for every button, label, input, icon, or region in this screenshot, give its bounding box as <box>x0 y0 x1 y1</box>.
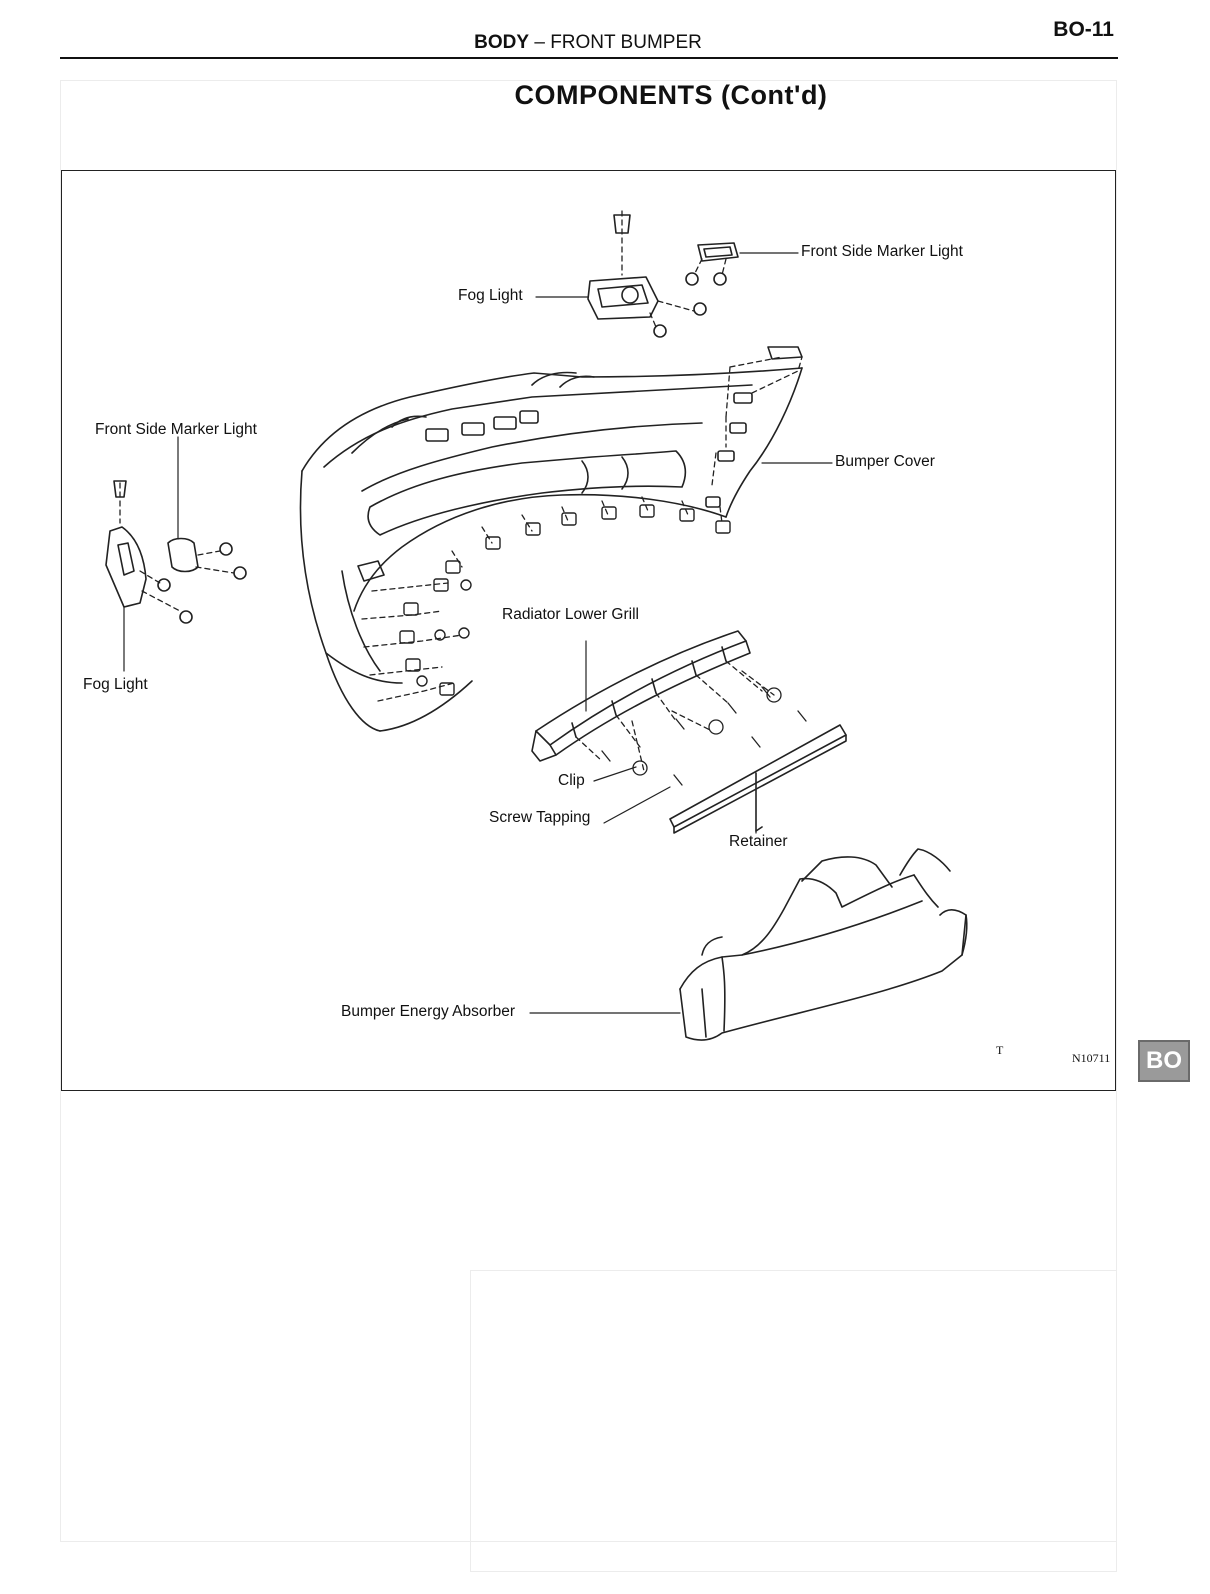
page-title: COMPONENTS (Cont'd) <box>514 80 828 110</box>
label-front-side-marker-light-top: Front Side Marker Light <box>801 243 963 260</box>
retainer-drawing <box>669 724 847 834</box>
bleed-through-frame <box>470 1270 1117 1572</box>
figure-code: N10711 <box>1072 1051 1111 1065</box>
components-figure: Front Side Marker Light Fog Light Front … <box>61 170 1116 1091</box>
label-radiator-lower-grill: Radiator Lower Grill <box>502 606 639 623</box>
clip-set <box>399 504 731 696</box>
radiator-lower-grill-drawing <box>531 630 751 762</box>
label-clip: Clip <box>558 772 585 789</box>
front-side-marker-light-left-drawing <box>167 537 247 580</box>
front-side-marker-light-top-drawing <box>685 242 739 286</box>
bumper-cover-drawing <box>299 346 803 732</box>
section-name: BODY <box>474 32 530 53</box>
label-bumper-cover: Bumper Cover <box>835 453 935 470</box>
section-tab: BO <box>1138 1040 1190 1082</box>
label-leaders <box>123 252 833 1014</box>
label-retainer: Retainer <box>729 833 788 850</box>
subsection-name: FRONT BUMPER <box>550 32 702 53</box>
label-fog-light-left: Fog Light <box>83 676 148 693</box>
exploded-view-drawing <box>105 210 968 1041</box>
page-number: BO-11 <box>1053 18 1114 41</box>
fog-light-left-drawing <box>105 480 193 624</box>
header-separator: – <box>534 32 545 53</box>
bumper-energy-absorber-drawing <box>679 848 968 1041</box>
bleed-through-frame <box>60 80 1117 1542</box>
fog-light-top-drawing <box>587 210 707 338</box>
running-header: BODY – FRONT BUMPER <box>0 32 1176 54</box>
label-screw-tapping: Screw Tapping <box>489 809 591 826</box>
label-bumper-energy-absorber: Bumper Energy Absorber <box>341 1003 516 1020</box>
fastener-leaders <box>361 356 803 702</box>
header-rule <box>60 57 1118 59</box>
label-front-side-marker-light-left: Front Side Marker Light <box>95 421 257 438</box>
grill-fasteners <box>575 660 807 786</box>
figure-mark: T <box>996 1043 1004 1057</box>
label-fog-light-top: Fog Light <box>458 287 523 304</box>
